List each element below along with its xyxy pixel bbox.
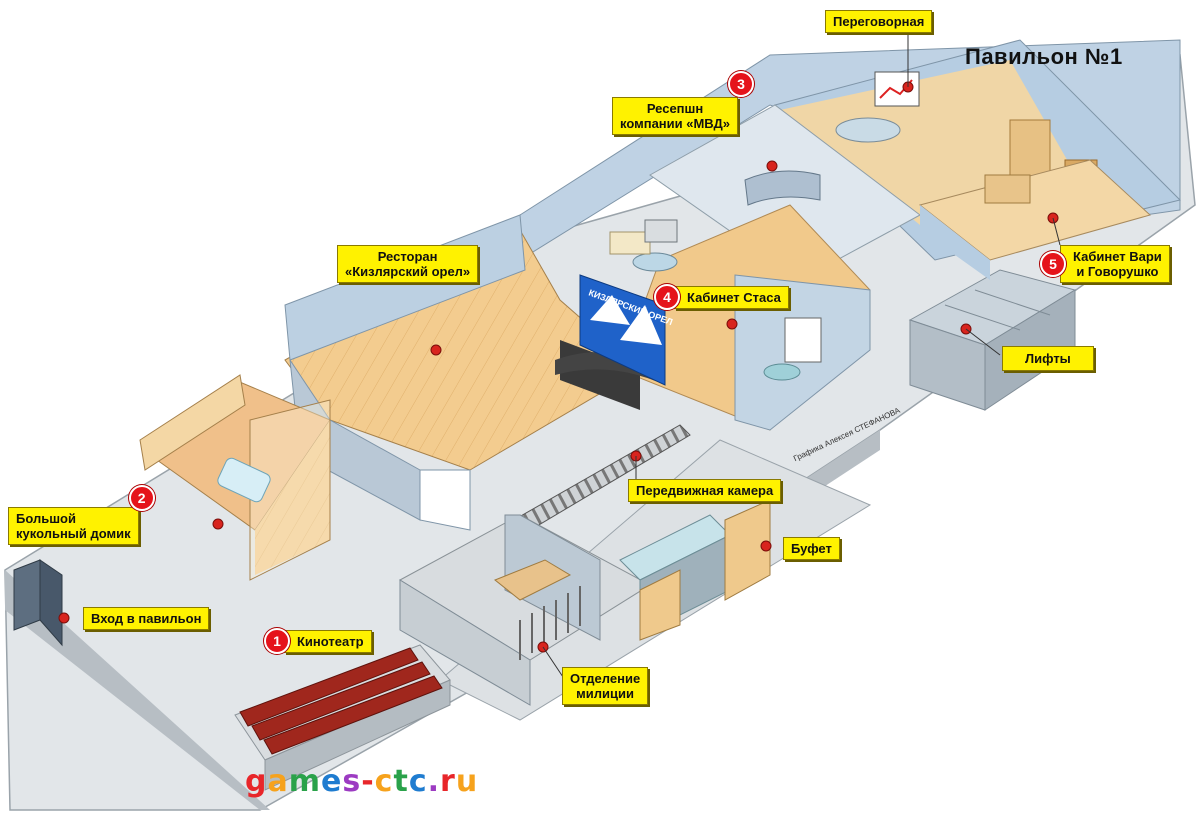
cinema-label: Кинотеатр (284, 629, 372, 653)
cinema-seating (234, 644, 451, 791)
restaurant-label: Ресторан «Кизлярский орел» (337, 245, 479, 283)
floor-front-edge (5, 570, 270, 810)
police-label: Отделение милиции (562, 667, 649, 705)
dollhouse-number-badge: 2 (128, 485, 155, 511)
buffet-label: Буфет (783, 537, 840, 560)
website-letter: c (374, 764, 394, 799)
callout-stas-office[interactable]: 4 Кабинет Стаса (654, 284, 789, 310)
website-letter: r (440, 764, 456, 799)
varya-office (918, 159, 1151, 280)
leader-lines (542, 28, 1061, 681)
buffet-area (619, 499, 771, 641)
website-letter: . (427, 764, 441, 799)
website-watermark: games-ctc.rugames-ctc.ru (245, 764, 478, 799)
website-letter: u (455, 764, 479, 799)
callout-lifts[interactable]: Лифты (1002, 346, 1094, 371)
website-letter: t (393, 764, 409, 799)
moving-camera-label: Передвижная камера (628, 479, 782, 502)
callout-meeting-room[interactable]: Переговорная (825, 10, 933, 33)
reception-label: Ресепшн компании «МВД» (612, 97, 739, 135)
cinema-number-badge: 1 (264, 628, 290, 654)
callout-cinema[interactable]: 1 Кинотеатр (264, 628, 372, 654)
dollhouse-label: Большой кукольный домик (8, 507, 139, 545)
website-letter: a (267, 764, 289, 799)
callout-police[interactable]: Отделение милиции (562, 667, 649, 705)
varya-office-label: Кабинет Вари и Говорушко (1060, 245, 1170, 283)
meeting-room-label: Переговорная (825, 10, 933, 33)
callout-varya-office[interactable]: 5 Кабинет Вари и Говорушко (1040, 245, 1170, 283)
flipchart (784, 317, 822, 363)
website-letter: m (288, 764, 321, 799)
website-letter: - (361, 764, 375, 799)
lifts-label: Лифты (1002, 346, 1094, 371)
entrance-door (13, 559, 63, 647)
stas-office-label: Кабинет Стаса (674, 285, 789, 309)
website-letter: g (245, 764, 268, 799)
reception-number-badge: 3 (728, 71, 755, 97)
website-letter: s (342, 764, 362, 799)
callout-entrance[interactable]: Вход в павильон (83, 607, 210, 630)
stas-office (609, 204, 871, 431)
police-station (399, 514, 651, 706)
pavilion-title: Павильон №1 (965, 44, 1123, 69)
varya-office-number-badge: 5 (1040, 251, 1066, 277)
callout-reception[interactable]: 3 Ресепшн компании «МВД» (612, 71, 755, 135)
callout-dollhouse[interactable]: 2 Большой кукольный домик (8, 485, 155, 545)
stas-office-number-badge: 4 (654, 284, 680, 310)
dollhouse-room (139, 374, 331, 581)
callout-restaurant[interactable]: Ресторан «Кизлярский орел» (337, 245, 479, 283)
callout-moving-camera[interactable]: Передвижная камера (628, 479, 782, 502)
entrance-label: Вход в павильон (83, 607, 210, 630)
kizlyar-banner: КИЗЛЯРСКИЙ ОРЕЛ (579, 274, 674, 386)
website-letter: c (408, 764, 428, 799)
callout-buffet[interactable]: Буфет (783, 537, 840, 560)
website-letter: e (321, 764, 343, 799)
